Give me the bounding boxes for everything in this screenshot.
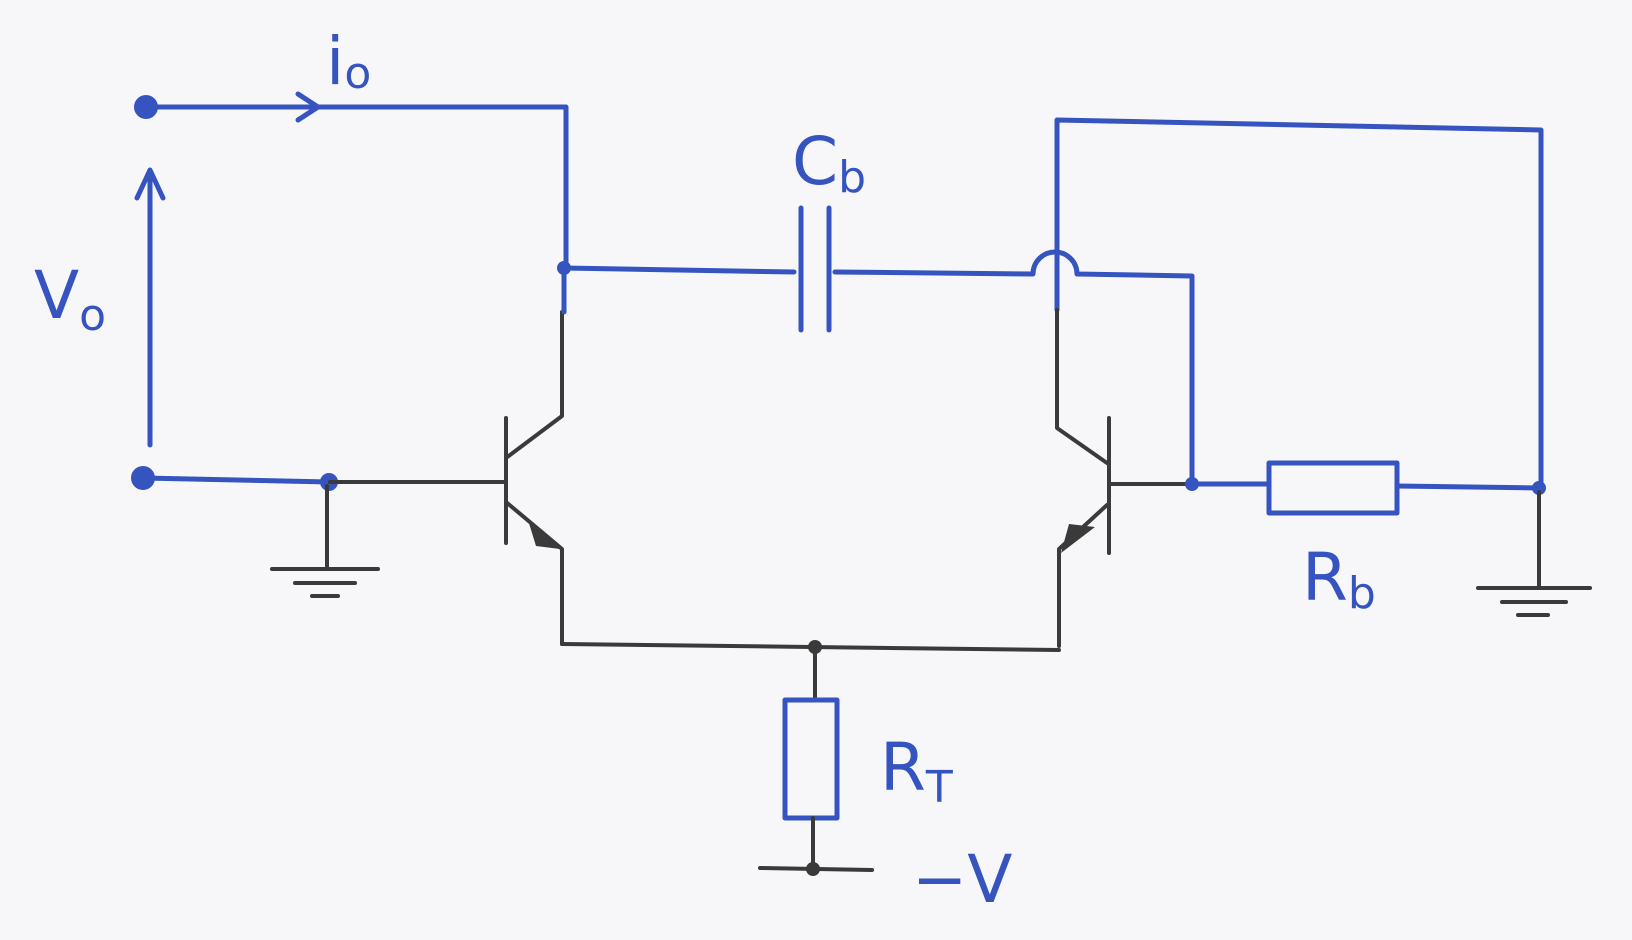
feedback-loop-wire [1054,117,1544,489]
output-voltage-arrow [134,167,166,448]
label-io: io [326,23,371,100]
transistor-right [1055,308,1111,648]
label-negative-supply: −V [912,841,1012,918]
output-top-wire [143,104,569,271]
ground-symbol-right [1476,490,1592,617]
capacitor-cb [798,205,832,333]
capacitor-wire-left [561,265,797,315]
ground-symbol-left [270,484,380,598]
resistor-rt [782,697,840,821]
transistor-left [504,310,564,646]
output-bottom-wire [140,475,333,485]
resistor-rb [1266,460,1400,516]
rb-wire-right [1394,483,1542,491]
label-cb: Cb [792,123,866,203]
label-rb: Rb [1302,539,1376,619]
label-vo: Vo [34,257,106,341]
capacitor-wire-right [832,249,1195,485]
output-current-arrow [295,91,321,123]
label-rt: RT [880,729,953,813]
supply-node [806,862,820,876]
rb-ground-node [1532,481,1546,495]
